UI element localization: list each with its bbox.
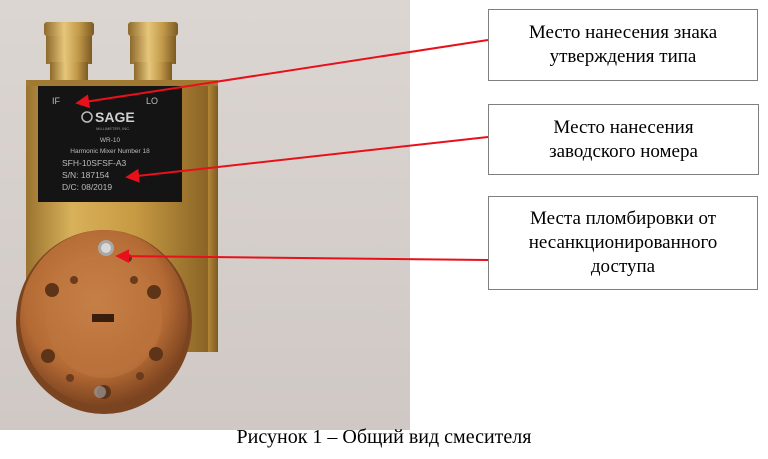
sage-logo-icon <box>81 111 93 123</box>
callout-line: Места пломбировки от <box>529 208 717 229</box>
callout-type-approval-mark: Место нанесения знака утверждения типа <box>488 9 758 81</box>
serial-number-label: S/N: 187154 <box>62 170 110 180</box>
callout-line: Место нанесения знака <box>528 22 718 43</box>
sma-fitting-right <box>128 22 178 84</box>
callout-line: доступа <box>590 256 656 277</box>
callout-sealing-points: Места пломбировки от несанкционированног… <box>488 196 758 290</box>
lo-port-label: LO <box>146 96 158 106</box>
callout-line: утверждения типа <box>549 46 697 67</box>
callout-line: заводского номера <box>549 140 698 162</box>
figure-caption: Рисунок 1 – Общий вид смесителя <box>236 426 532 448</box>
model-label: SFH-10SFSF-A3 <box>62 158 127 168</box>
callout-line: Место нанесения <box>553 116 694 138</box>
brand-label: SAGE <box>95 109 135 125</box>
callout-line: несанкционированного <box>528 232 718 253</box>
product-label: IF LO SAGE MILLIMETER, INC. WR-10 Harmon… <box>38 86 182 202</box>
callout-serial-number: Место нанесения заводского номера <box>488 104 759 175</box>
if-port-label: IF <box>52 96 61 106</box>
sma-fitting-left <box>44 22 94 84</box>
band-label: WR-10 <box>100 137 121 144</box>
date-code-label: D/C: 08/2019 <box>62 182 112 192</box>
product-name-label: Harmonic Mixer Number 18 <box>70 148 150 155</box>
waveguide-flange <box>16 230 192 414</box>
mixer-photo: IF LO SAGE MILLIMETER, INC. WR-10 Harmon… <box>0 0 410 430</box>
brand-sub-label: MILLIMETER, INC. <box>96 126 130 131</box>
